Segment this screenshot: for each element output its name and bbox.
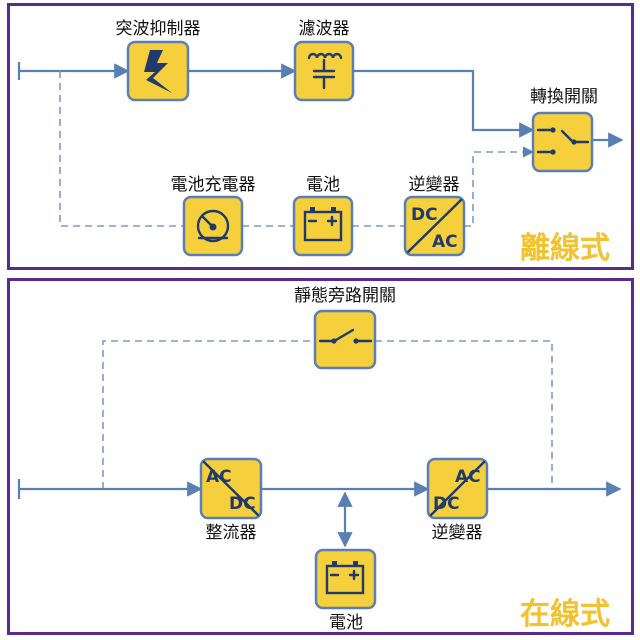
static-bypass-label: 靜態旁路開關: [294, 286, 396, 306]
inverter-to-transfer-line: [464, 146, 535, 227]
filter-icon: [307, 52, 343, 90]
rectifier-label: 整流器: [206, 523, 257, 543]
rectifier-dc-text: DC: [229, 494, 256, 514]
offline-inverter-dc-text: DC: [411, 205, 438, 225]
lightning-icon: [144, 50, 172, 93]
online-title: 在線式: [520, 597, 610, 632]
switch-icon: [318, 328, 373, 344]
transfer-switch-block: [531, 111, 594, 173]
battery-icon: [303, 207, 343, 242]
switch-icon: [536, 127, 590, 155]
offline-inverter-ac-text: AC: [432, 232, 458, 252]
offline-inverter-label: 逆變器: [409, 175, 460, 195]
online-inverter-dc-text: DC: [433, 494, 460, 514]
filter-label: 濾波器: [299, 19, 350, 39]
gauge-icon: [196, 209, 230, 243]
surge-suppressor-label: 突波抑制器: [116, 19, 201, 39]
battery-icon: [325, 561, 365, 595]
online-battery-block: [314, 548, 377, 610]
offline-title: 離線式: [520, 231, 610, 266]
online-inverter-divider-icon: [429, 460, 486, 517]
offline-battery-path-branch: [59, 71, 184, 227]
transfer-switch-label: 轉換開關: [530, 87, 598, 107]
rectifier-divider-icon: [202, 460, 260, 517]
offline-battery-block: [292, 195, 354, 257]
battery-charger-label: 電池充電器: [171, 175, 256, 195]
online-inverter-label: 逆變器: [432, 523, 483, 543]
static-bypass-switch-block: [313, 309, 377, 370]
filter-to-transfer-line: [353, 69, 535, 138]
rectifier-ac-text: AC: [206, 467, 232, 487]
bypass-path-left: [102, 340, 315, 489]
inverter-divider-icon: [406, 198, 463, 254]
offline-battery-label: 電池: [306, 175, 340, 195]
online-battery-label: 電池: [329, 613, 363, 633]
online-inverter-ac-text: AC: [455, 467, 481, 487]
